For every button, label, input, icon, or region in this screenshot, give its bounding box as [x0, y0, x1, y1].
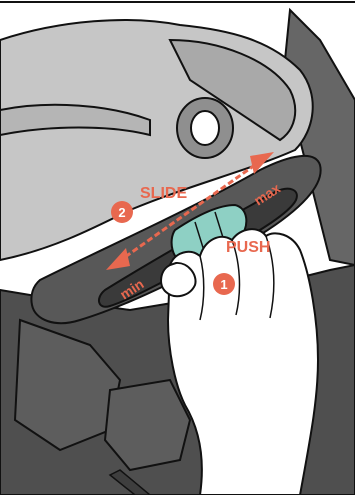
- thumb: [161, 263, 195, 296]
- slide-label: SLIDE: [140, 185, 187, 202]
- push-label: PUSH: [226, 239, 270, 256]
- step-badge-1: 1: [213, 273, 235, 295]
- step-badge-2: 2: [111, 201, 133, 223]
- svg-text:2: 2: [118, 205, 125, 220]
- seat-base-panel: [105, 380, 190, 470]
- svg-text:1: 1: [220, 277, 227, 292]
- belt-ring: [177, 98, 233, 158]
